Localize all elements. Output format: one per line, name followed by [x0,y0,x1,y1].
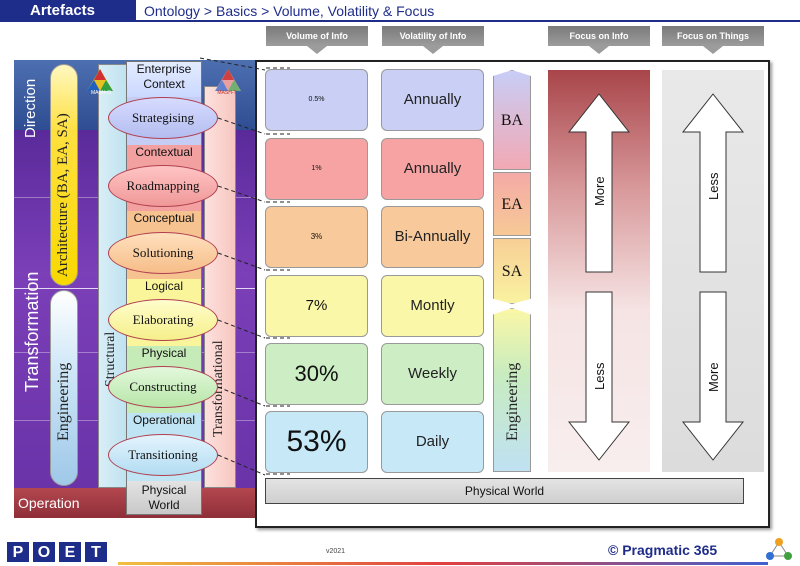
activity-solutioning[interactable]: Solutioning [108,232,218,274]
up-arrow-icon [681,93,745,273]
conceptual-label: Conceptual [126,211,202,225]
volume-cell-transition: 53% [265,411,368,473]
connector [217,454,266,476]
volume-cell-conceptual: 1% [265,138,368,200]
role-ea: EA [493,172,531,236]
physical-world-bar: Physical World [265,478,744,504]
volatility-cell: Bi-Annually [381,206,484,268]
focus-things-less: Less [706,172,721,200]
brand-molecule-icon [766,538,792,560]
mash-t-logo [214,68,242,92]
connector [199,57,266,71]
physical-world-stack: Physical World [126,481,202,515]
volume-value: 30% [294,361,339,386]
activity-roadmapping[interactable]: Roadmapping [108,165,218,207]
column-header-focus-info: Focus on Info [548,26,650,54]
role-ba: BA [493,70,531,170]
focus-things-more: More [706,362,721,392]
volume-value: 0.5% [308,96,325,103]
volume-cell-physical: 7% [265,275,368,337]
focus-info-more: More [592,176,607,206]
column-header-focus-things: Focus on Things [662,26,764,54]
poet-letter: O [32,541,56,563]
connector [217,386,266,407]
volume-value: 53% [286,425,347,458]
down-arrow-icon [567,291,631,461]
operation-label: Operation [18,495,80,511]
volume-value: 7% [305,297,328,314]
volatility-cell: Daily [381,411,484,473]
poet-logo: P O E T [6,541,108,563]
contextual-label: Contextual [126,145,202,159]
volatility-cell: Weekly [381,343,484,405]
role-engineering-label: Engineering [504,362,521,441]
column-header-volume: Volume of Info [266,26,368,54]
up-arrow-icon [567,93,631,273]
volume-value: 1% [311,165,322,172]
architecture-pillar: Architecture (BA, EA, SA) [50,64,78,286]
activity-strategising[interactable]: Strategising [108,97,218,139]
focus-info-less: Less [592,362,607,390]
mash-t-label: MASH-T [217,90,237,96]
transformational-column: Transformational [204,86,236,488]
mash-o-logo [86,68,114,92]
activity-elaborating[interactable]: Elaborating [108,299,218,341]
volatility-cell: Montly [381,275,484,337]
down-arrow-icon [681,291,745,461]
logical-label: Logical [126,279,202,294]
mash-o-label: MASH-O [91,90,111,96]
breadcrumb: Ontology > Basics > Volume, Volatility &… [136,0,800,22]
poet-letter: T [84,541,108,563]
role-engineering: Engineering [493,308,531,472]
poet-letter: E [58,541,82,563]
operational-label: Operational [126,413,202,429]
physical-label: Physical [126,346,202,361]
footer-rule [118,562,768,565]
brand-label: © Pragmatic 365 [608,542,718,558]
activity-transitioning[interactable]: Transitioning [108,434,218,476]
activity-constructing[interactable]: Constructing [108,366,218,408]
version-label: v2021 [326,548,346,555]
volume-value: 3% [310,232,323,241]
focus-arrows [567,93,745,461]
volatility-cell: Annually [381,69,484,131]
volume-cell-operational: 30% [265,343,368,405]
poet-letter: P [6,541,30,563]
connector [217,319,266,339]
enterprise-context: Enterprise Context [126,61,202,97]
connector [217,252,266,271]
column-header-volatility: Volatility of Info [382,26,484,54]
connector [217,185,266,203]
engineering-pillar: Engineering [50,290,78,486]
volatility-cell: Annually [381,138,484,200]
role-sa: SA [493,238,531,304]
connector [217,117,266,135]
section-tab[interactable]: Artefacts [0,0,136,22]
volume-cell-contextual: 0.5% [265,69,368,131]
volume-cell-logical: 3% [265,206,368,268]
